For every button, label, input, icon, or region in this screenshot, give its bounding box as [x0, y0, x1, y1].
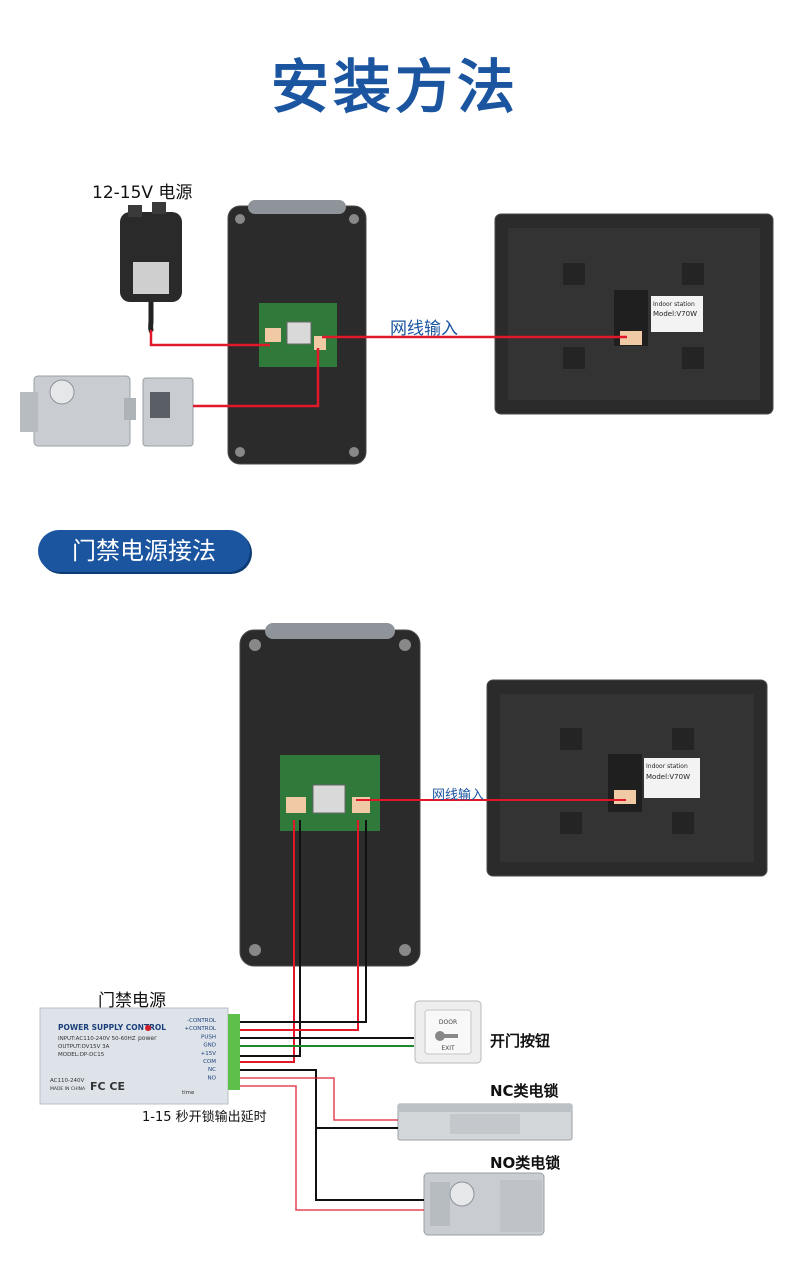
outdoor-unit-large — [239, 623, 421, 967]
nc-lock-label: NC类电锁 — [490, 1082, 559, 1100]
psu-spec2: OUTPUT:DV15V 3A — [58, 1044, 110, 1050]
monitor-label-1: Indoor station — [653, 301, 695, 308]
psu-terminal-label: -CONTROL — [187, 1018, 217, 1024]
power-adapter — [120, 202, 182, 334]
indoor-monitor-large: Indoor station Model:V70W — [486, 679, 768, 877]
nc-magnetic-lock — [397, 1103, 573, 1141]
psu-time: time — [182, 1090, 195, 1096]
network-input-label-2: 网线输入 — [432, 788, 485, 803]
wires-section-2 — [240, 799, 626, 1211]
page-title: 安装方法 — [270, 53, 519, 121]
psu-label: 门禁电源 — [98, 991, 166, 1011]
electric-lock — [20, 375, 194, 447]
psu-title: POWER SUPPLY CONTROL — [58, 1023, 166, 1032]
delay-label: 1-15 秒开锁输出延时 — [142, 1110, 267, 1125]
monitor-label-2: Model:V70W — [653, 310, 697, 318]
indoor-monitor: Indoor station Model:V70W — [494, 213, 774, 415]
power-supply-box: POWER SUPPLY CONTROL INPUT:AC110-240V 50… — [39, 1007, 240, 1105]
wires-section-1 — [149, 330, 627, 408]
network-input-label: 网线输入 — [390, 319, 458, 339]
psu-terminal-label: NO — [208, 1075, 217, 1081]
power-label: 12-15V 电源 — [92, 183, 193, 203]
outdoor-unit — [227, 200, 367, 465]
exit-bottom: EXIT — [441, 1045, 455, 1052]
psu-terminal-label: COM — [203, 1059, 216, 1065]
exit-button-label: 开门按钮 — [490, 1032, 551, 1050]
psu-terminal-label: NC — [208, 1067, 216, 1073]
psu-bottom2: MADE IN CHINA — [50, 1086, 86, 1092]
psu-terminal-label: +CONTROL — [185, 1026, 217, 1032]
psu-spec3: MODEL:DP-DC15 — [58, 1052, 105, 1058]
exit-button: DOOR EXIT — [414, 1000, 482, 1064]
psu-power: power — [138, 1035, 157, 1042]
exit-top: DOOR — [439, 1019, 457, 1026]
no-lock-label: NO类电锁 — [490, 1154, 561, 1172]
monitor2-label-2: Model:V70W — [646, 773, 690, 781]
no-electric-lock — [423, 1172, 545, 1236]
psu-terminal-label: GND — [203, 1043, 216, 1049]
psu-spec1: INPUT:AC110-240V 50-60HZ — [58, 1036, 136, 1042]
monitor2-label-1: Indoor station — [646, 763, 688, 770]
psu-terminal-labels: -CONTROL +CONTROL PUSH GND +15V COM NC NO — [185, 1018, 217, 1081]
section-pill: 门禁电源接法 — [38, 530, 250, 572]
psu-terminal-label: +15V — [201, 1051, 217, 1057]
psu-terminal-label: PUSH — [201, 1034, 216, 1040]
psu-bottom1: AC110-240V — [50, 1078, 84, 1084]
svg-text:FC CE: FC CE — [90, 1080, 125, 1093]
